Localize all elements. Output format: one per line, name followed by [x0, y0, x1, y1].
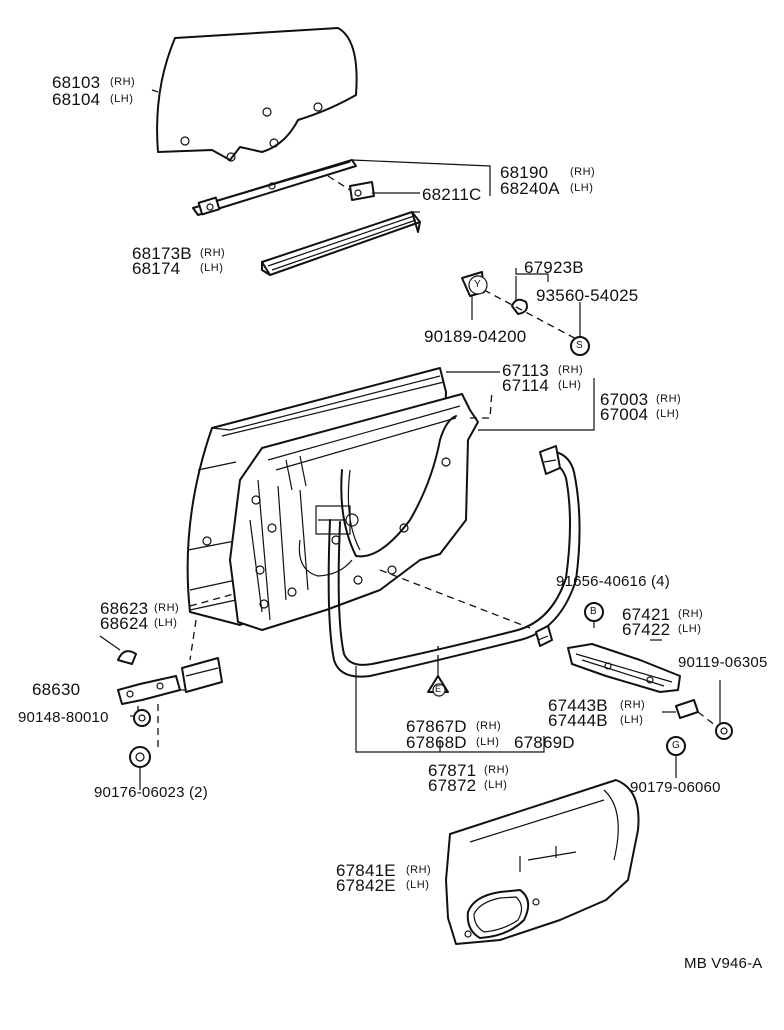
- label-67842E-side: (LH): [406, 879, 430, 891]
- label-67872-side: (LH): [484, 779, 508, 791]
- callout-y: Y: [474, 279, 482, 290]
- label-67867D-side: (RH): [476, 720, 502, 732]
- label-67867D: 67867D: [406, 717, 467, 736]
- label-90119-06305: 90119-06305: [678, 654, 768, 671]
- label-68173B: 68173B: [132, 244, 192, 263]
- label-68623: 68623: [100, 599, 149, 618]
- label-68103: 68103: [52, 73, 101, 92]
- door-weatherstrip: [327, 445, 581, 678]
- inside-handle: [567, 643, 733, 740]
- label-68211C: 68211C: [422, 185, 482, 204]
- label-67003: 67003: [600, 390, 649, 409]
- label-68190: 68190: [500, 163, 549, 182]
- label-67004-side: (LH): [656, 408, 680, 420]
- label-68174-side: (LH): [200, 262, 224, 274]
- label-67871: 67871: [428, 761, 477, 780]
- label-67444B-side: (LH): [620, 714, 644, 726]
- label-68240A-side: (LH): [570, 182, 594, 194]
- label-68190-side: (RH): [570, 166, 596, 178]
- label-67871-side: (RH): [484, 764, 510, 776]
- callout-b: B: [590, 606, 598, 617]
- label-67421-side: (RH): [678, 608, 704, 620]
- label-90179-06060: 90179-06060: [630, 779, 721, 796]
- label-68624: 68624: [100, 614, 149, 633]
- label-67114: 67114: [502, 376, 550, 395]
- label-68624-side: (LH): [154, 617, 178, 629]
- door-trim-board: [445, 779, 640, 945]
- label-67842E: 67842E: [336, 876, 396, 895]
- label-68104: 68104: [52, 90, 101, 109]
- label-67113-side: (RH): [558, 364, 584, 376]
- label-68623-side: (RH): [154, 602, 180, 614]
- label-67923B: 67923B: [524, 258, 584, 277]
- label-67841E: 67841E: [336, 861, 396, 880]
- label-91656-40616: 91656-40616 (4): [556, 573, 670, 590]
- label-67868D: 67868D: [406, 733, 467, 752]
- door-check: [117, 619, 223, 768]
- label-90176-06023: 90176-06023 (2): [94, 784, 208, 801]
- fasteners: [570, 336, 686, 756]
- callout-badges: [432, 275, 488, 697]
- callout-g: G: [672, 740, 681, 751]
- label-67868D-side: (LH): [476, 736, 500, 748]
- footer-code: MB V946-A: [684, 955, 763, 972]
- label-67444B: 67444B: [548, 711, 608, 730]
- callout-e: E: [435, 684, 442, 694]
- door-glass: [156, 27, 358, 162]
- callout-s: S: [576, 340, 584, 351]
- label-67869D: 67869D: [514, 733, 575, 752]
- label-68630: 68630: [32, 680, 81, 699]
- label-67841E-side: (RH): [406, 864, 432, 876]
- label-68174: 68174: [132, 259, 181, 278]
- leader-lines: [99, 89, 721, 790]
- label-90148-80010: 90148-80010: [18, 709, 109, 726]
- label-67003-side: (RH): [656, 393, 682, 405]
- label-90189-04200: 90189-04200: [424, 327, 527, 346]
- channel-clip: [349, 181, 375, 201]
- label-67422-side: (LH): [678, 623, 702, 635]
- label-68240A: 68240A: [500, 179, 560, 198]
- label-68104-side: (LH): [110, 93, 134, 105]
- label-67872: 67872: [428, 776, 477, 795]
- glass-channel: [192, 159, 357, 216]
- door-inner-frame: [229, 389, 493, 631]
- label-67114-side: (LH): [558, 379, 582, 391]
- label-67004: 67004: [600, 405, 649, 424]
- label-93560-54025: 93560-54025: [536, 286, 639, 305]
- label-67443B: 67443B: [548, 696, 608, 715]
- label-67421: 67421: [622, 605, 671, 624]
- label-67422: 67422: [622, 620, 671, 639]
- label-67443B-side: (RH): [620, 699, 646, 711]
- run-channel: [261, 211, 421, 276]
- label-68173B-side: (RH): [200, 247, 226, 259]
- label-68103-side: (RH): [110, 76, 136, 88]
- label-67113: 67113: [502, 361, 550, 380]
